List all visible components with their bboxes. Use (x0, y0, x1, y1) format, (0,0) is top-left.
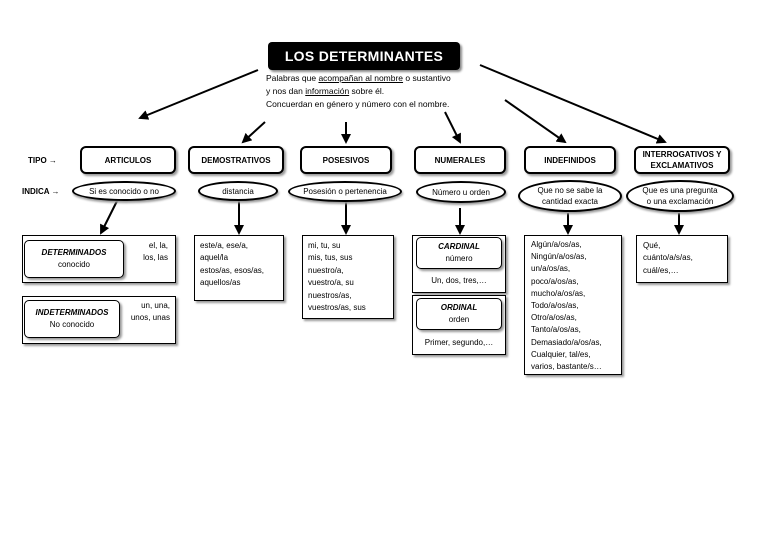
indica-line: cantidad exacta (541, 197, 599, 206)
indica-numerales: Número u orden (416, 181, 506, 203)
list-item: Algún/a/os/as, (531, 240, 582, 249)
list-item: mi, tu, su (308, 241, 341, 250)
indica-indefinidos: Que no se sabe la cantidad exacta (518, 180, 622, 212)
list-item: Ningún/a/os/as, (531, 252, 587, 262)
posesivos-list: mi, tu, su mis, tus, sus nuestro/a, vues… (302, 235, 394, 319)
type-numerales: NUMERALES (414, 146, 506, 174)
intro-text-part: o sustantivo (403, 73, 451, 83)
indica-articulos: Si es conocido o no (72, 181, 176, 201)
list-item: Otro/a/os/as, (531, 313, 577, 323)
intro-text: Palabras que acompañan al nombre o susta… (266, 72, 516, 111)
indica-line: Que no se sabe la (537, 186, 603, 195)
page-title: LOS DETERMINANTES (268, 42, 460, 70)
list-item: nuestro/a, (308, 265, 344, 275)
intro-underlined-text: acompañan al nombre (318, 73, 404, 83)
list-item: cuál/es,… (643, 265, 679, 275)
indica-demostrativos: distancia (198, 181, 278, 201)
arrow-articulos-down (100, 200, 118, 235)
list-item: estos/as, esos/as, (200, 265, 265, 275)
list-item: aquel/la (200, 253, 229, 263)
list-item: Todo/a/os/as, (531, 301, 579, 311)
type-indefinidos: INDEFINIDOS (524, 146, 616, 174)
intro-underlined-text: información (305, 86, 350, 96)
type-articulos: ARTICULOS (80, 146, 176, 174)
word-line: los, las (143, 253, 168, 262)
list-item: Tanto/a/os/as, (531, 325, 581, 335)
intro-text-part: sobre él. (349, 86, 385, 96)
indefinidos-list: Algún/a/os/as, Ningún/a/os/as, un/a/os/a… (524, 235, 622, 375)
determinados-title: DETERMINADOS (41, 248, 107, 257)
type-name-line: EXCLAMATIVOS (650, 161, 714, 170)
indeterminados-words: un, una, unos, unas (120, 300, 170, 324)
ordinal-title: ORDINAL (440, 303, 478, 312)
list-item: poco/a/os/as, (531, 276, 579, 286)
tipo-label: TIPO → (28, 156, 57, 165)
cardinal-title: CARDINAL (438, 242, 480, 251)
list-item: mucho/a/os/as, (531, 288, 586, 298)
list-item: vuestros/as, sus (308, 303, 366, 313)
word-line: un, una, (141, 301, 170, 310)
word-line: unos, unas (130, 313, 170, 322)
arrow-to-indefinidos (504, 99, 567, 144)
cardinal-examples: Un, dos, tres,… (431, 276, 487, 285)
list-item: vuestro/a, su (308, 278, 354, 288)
ordinal-subtitle: orden (448, 315, 470, 324)
indica-line: Que es una pregunta (642, 186, 718, 195)
interrogativos-list: Qué, cuánto/a/s/as, cuál/es,… (636, 235, 728, 283)
list-item: Demasiado/a/os/as, (531, 337, 602, 347)
list-item: mis, tus, sus (308, 253, 353, 263)
type-demostrativos: DEMOSTRATIVOS (188, 146, 284, 174)
determinados-subtitle: conocido (57, 260, 91, 269)
cardinal-card: CARDINAL número (416, 237, 502, 269)
word-line: el, la, (148, 241, 168, 250)
arrow-to-demostrativos (241, 121, 266, 144)
determinados-card: DETERMINADOS conocido (24, 240, 124, 278)
indica-posesivos: Posesión o pertenencia (288, 181, 402, 202)
list-item: un/a/os/as, (531, 264, 571, 274)
determinados-words: el, la, los, las (130, 240, 168, 264)
arrow-to-interrogativos (479, 64, 667, 144)
indeterminados-card: INDETERMINADOS No conocido (24, 300, 120, 338)
cardinal-subtitle: número (445, 254, 473, 263)
intro-text-part: Concuerdan en género y número con el nom… (266, 99, 450, 109)
type-name-line: INTERROGATIVOS Y (642, 150, 722, 159)
demostrativos-list: este/a, ese/a, aquel/la estos/as, esos/a… (194, 235, 284, 301)
type-interrogativos: INTERROGATIVOS Y EXCLAMATIVOS (634, 146, 730, 174)
indeterminados-title: INDETERMINADOS (35, 308, 109, 317)
indica-line: o una exclamación (646, 197, 714, 206)
ordinal-examples: Primer, segundo,… (424, 338, 494, 347)
list-item: este/a, ese/a, (200, 241, 249, 250)
arrow-to-articulos (138, 69, 259, 120)
list-item: Qué, (643, 241, 661, 250)
intro-text-part: y nos dan (266, 86, 306, 96)
indica-label: INDICA → (22, 187, 60, 196)
list-item: cuánto/a/s/as, (643, 253, 693, 263)
intro-text-part: Palabras que (266, 73, 319, 83)
list-item: nuestros/as, (308, 290, 352, 300)
indica-interrogativos: Que es una pregunta o una exclamación (626, 180, 734, 212)
list-item: varios, bastante/s… (531, 362, 602, 372)
type-posesivos: POSESIVOS (300, 146, 392, 174)
arrow-to-numerales (444, 111, 461, 144)
indeterminados-subtitle: No conocido (49, 320, 95, 329)
list-item: aquellos/as (200, 278, 241, 288)
ordinal-card: ORDINAL orden (416, 298, 502, 330)
list-item: Cualquier, tal/es, (531, 349, 591, 359)
